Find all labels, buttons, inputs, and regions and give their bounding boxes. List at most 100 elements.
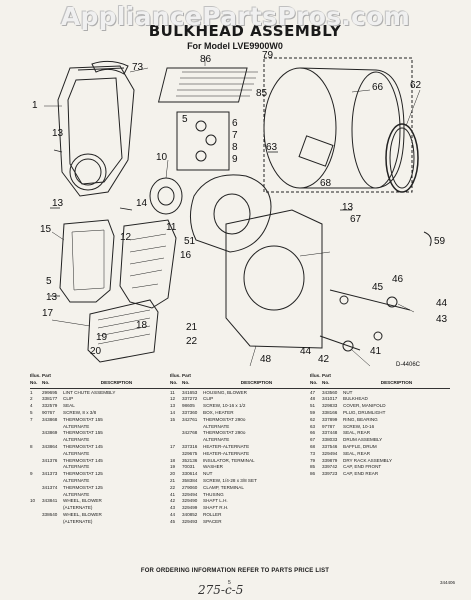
parts-row: ALTERNATE (63, 491, 90, 497)
callout-label: 20 (90, 346, 102, 357)
ordering-note: FOR ORDERING INFORMATION REFER TO PARTS … (140, 568, 330, 574)
callout-label: 43 (436, 314, 448, 325)
callout-label: 67 (350, 214, 362, 225)
callout-label: 22 (186, 336, 198, 347)
callout-label: 86 (200, 54, 212, 65)
callout-label: 45 (372, 282, 384, 293)
parts-row: ALTERNATE (63, 464, 90, 470)
callout-label: 68 (320, 178, 332, 189)
callout-label: 62 (410, 80, 422, 91)
callout-label: 13 (342, 202, 354, 213)
callout-label: 12 (120, 232, 132, 243)
callout-label: 48 (260, 354, 272, 365)
callout-label: 21 (186, 322, 198, 333)
callout-label: 18 (136, 320, 148, 331)
parts-row: ALTERNATE (63, 477, 90, 483)
page-number: 5 (228, 580, 231, 586)
callout-label: 5 (46, 276, 52, 287)
callout-label: 79 (262, 50, 274, 61)
callout-label: 9 (232, 154, 238, 165)
callout-label: 46 (392, 274, 404, 285)
parts-row: (ALTERNATE) (63, 518, 93, 524)
callout-label: 51 (184, 236, 196, 247)
callout-label: 13 (52, 128, 64, 139)
page-title: BULKHEAD ASSEMBLY (148, 22, 342, 40)
callout-label: 14 (136, 198, 148, 209)
model-subtitle: For Model LVE9900W0 (187, 41, 283, 51)
callout-label: 7 (232, 130, 238, 141)
parts-row: ALTERNATE (203, 437, 230, 443)
callout-label: 85 (256, 88, 268, 99)
callout-label: 13 (46, 292, 58, 303)
callout-label: 19 (96, 332, 108, 343)
parts-row: ALTERNATE (63, 437, 90, 443)
document-code: 344406 (440, 580, 456, 585)
parts-row: ALTERNATE (63, 450, 90, 456)
callout-label: 59 (434, 236, 446, 247)
callout-label: 8 (232, 142, 238, 153)
callout-label: 5 (182, 114, 188, 125)
callout-label: 15 (40, 224, 52, 235)
callout-label: 11 (166, 222, 177, 233)
callout-label: 17 (42, 308, 54, 319)
callout-label: 44 (436, 298, 448, 309)
callout-label: 13 (52, 198, 64, 209)
parts-row: ALTERNATE (203, 423, 230, 429)
handwritten-note: 275-c-5 (198, 583, 244, 597)
callout-label: 6 (232, 118, 238, 129)
callout-label: 73 (132, 62, 144, 73)
callout-label: 63 (266, 142, 278, 153)
callout-label: 66 (372, 82, 384, 93)
callout-label: 44 (300, 346, 312, 357)
parts-row: (ALTERNATE) (63, 505, 93, 511)
diagram-code: D-4406C (396, 362, 421, 368)
callout-label: 1 (32, 100, 38, 111)
callout-label: 10 (156, 152, 168, 163)
watermark-text: AppliancePartsPros.com (60, 2, 411, 31)
